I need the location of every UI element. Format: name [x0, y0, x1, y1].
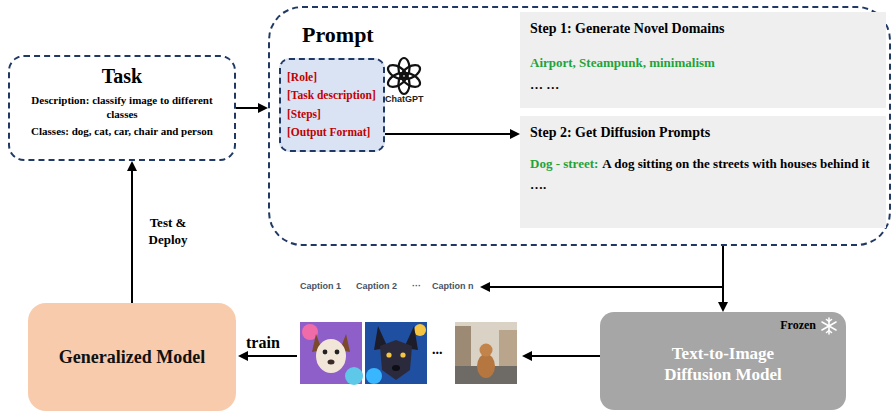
dog-eye: [386, 352, 391, 357]
box-title: Task: [16, 65, 228, 88]
arrow-head: [127, 161, 137, 171]
connector-line: [131, 170, 133, 303]
prompt-key: Dog - street:: [530, 156, 598, 171]
connector-arrow: [236, 103, 268, 113]
image-arrow: [522, 351, 600, 361]
frozen-tag: Frozen: [608, 318, 838, 333]
generated-image: [300, 322, 363, 385]
classes-text: Classes: dog, cat, car, chair and person: [16, 125, 228, 139]
dog-eye: [335, 350, 340, 355]
logo-loop: [386, 62, 409, 82]
arrow-head: [258, 103, 268, 113]
text-line: Dog - street: A dog sitting on the street…: [530, 155, 876, 173]
step-title: Step 1: Generate Novel Domains: [530, 21, 876, 37]
prompt-field: [Role]: [287, 68, 377, 86]
flake-arm: [822, 322, 836, 330]
arrow-head: [238, 351, 248, 361]
dog-head: [316, 339, 346, 373]
arrow-line: [248, 355, 297, 357]
model-name: Text-to-Image Diffusion Model: [638, 343, 808, 386]
image-ground: [455, 322, 517, 384]
edge-label: Test & Deploy: [142, 215, 194, 249]
arrow-head: [522, 351, 532, 361]
image-caption: Caption 1: [300, 281, 341, 291]
train-label: train: [246, 334, 280, 352]
arrow-head: [718, 302, 728, 312]
snowflake-icon: [820, 317, 838, 335]
ellipsis: … …: [530, 77, 876, 93]
paint-splash: [345, 367, 363, 385]
task-box: TaskDescription: classify image to diffe…: [8, 55, 236, 161]
prompt-template-box: [Role][Task description][Steps][Output F…: [279, 58, 385, 152]
dog-nose: [392, 365, 400, 371]
connector-line: [722, 246, 724, 303]
ellipsis: ···: [412, 281, 421, 291]
prompt-text: A dog sitting on the streets with houses…: [602, 156, 869, 171]
connector-arrow: [385, 129, 520, 139]
arrow-head: [510, 129, 520, 139]
paint-splash: [414, 324, 426, 336]
dog-body: [477, 354, 495, 378]
snowflake-strokes: [822, 318, 836, 334]
step-box: Step 2: Get Diffusion PromptsDog - stree…: [520, 116, 886, 228]
dog-eye: [400, 352, 405, 357]
prompt-field: [Task description]: [287, 86, 377, 104]
image-caption: Caption 2: [356, 281, 397, 291]
dog-eye: [323, 350, 328, 355]
dog-head: [480, 344, 493, 357]
logo-caption: ChatGPT: [385, 94, 424, 104]
dog-head: [380, 340, 412, 380]
flake-arm: [822, 322, 836, 330]
connector-line: [236, 107, 259, 109]
dog-nose: [328, 360, 335, 365]
connector-arrow: [718, 246, 728, 312]
image-caption: Caption n: [432, 281, 474, 291]
diffusion-model-box: FrozenText-to-Image Diffusion Model: [600, 312, 846, 410]
connector-arrow: [127, 161, 137, 303]
paint-splash: [366, 368, 382, 384]
building: [499, 330, 517, 366]
generalized-model-box: Generalized Model: [28, 303, 236, 411]
caption-arrow: [480, 282, 723, 292]
model-name: Generalized Model: [59, 347, 205, 368]
generated-image: [365, 322, 427, 384]
arrow-head: [480, 282, 490, 292]
image-ground: [300, 322, 362, 384]
step-box: Step 1: Generate Novel DomainsAirport, S…: [520, 12, 886, 108]
image-ground: [365, 322, 427, 384]
building: [455, 326, 471, 366]
arrow-line: [532, 355, 600, 357]
ellipsis: ….: [530, 177, 876, 193]
domain-list: Airport, Steampunk, minimalism: [530, 55, 876, 71]
prompt-field: [Steps]: [287, 105, 377, 123]
connector-line: [385, 133, 511, 135]
prompt-region: Prompt[Role][Task description][Steps][Ou…: [268, 6, 891, 246]
generated-image: [455, 322, 517, 384]
train-arrow: [238, 351, 297, 361]
chatgpt-logo: [386, 58, 423, 94]
flake-tip: [827, 331, 832, 333]
flake-tip: [827, 320, 832, 322]
description-text: Description: classify image to different…: [16, 94, 228, 122]
arrow-line: [490, 286, 723, 288]
step-title: Step 2: Get Diffusion Prompts: [530, 125, 876, 141]
ellipsis: ...: [432, 342, 443, 358]
prompt-field: [Output Format]: [287, 123, 377, 141]
